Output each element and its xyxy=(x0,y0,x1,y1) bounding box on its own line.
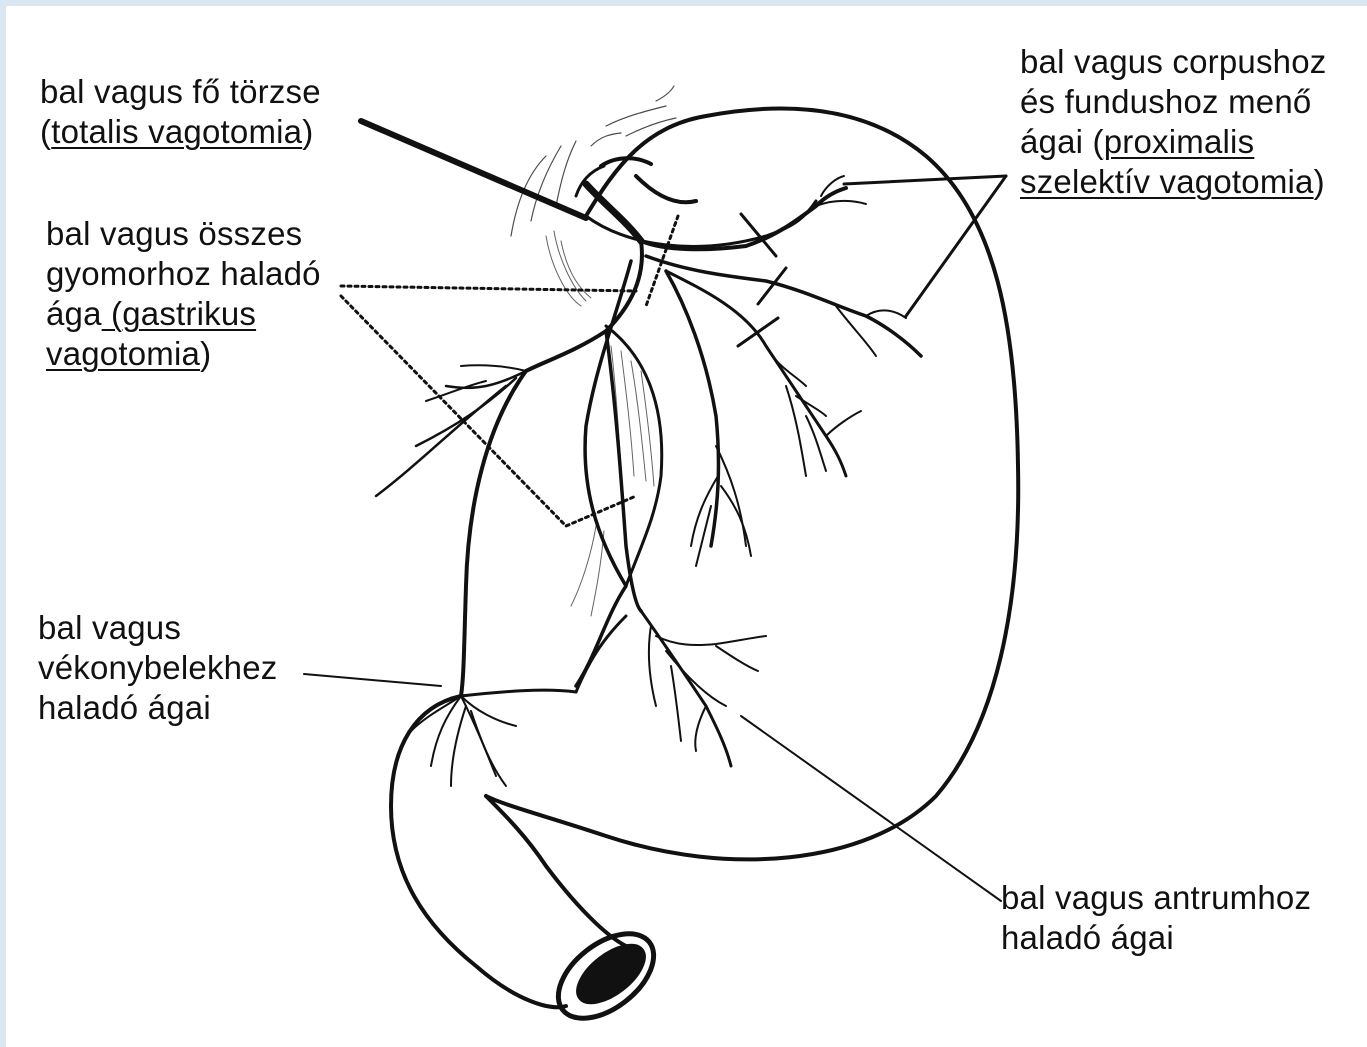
gastric-line3: ága (gastrikus xyxy=(46,294,321,334)
gastric-line2: gyomorhoz haladó xyxy=(46,254,321,294)
vagus-gastric-branch xyxy=(526,241,642,371)
proximal-line1: bal vagus corpushoz xyxy=(1020,42,1327,82)
main-trunk-pointer xyxy=(361,121,586,218)
diagram-canvas: bal vagus fő törzse (totalis vagotomia) … xyxy=(6,6,1367,1047)
stomach-outline xyxy=(486,109,1018,860)
main-trunk-line2: (totalis vagotomia) xyxy=(40,112,321,152)
antrum-line2: haladó ágai xyxy=(1001,918,1311,958)
cardia-curve xyxy=(636,176,696,202)
main-trunk-procedure: totalis vagotomia xyxy=(51,113,302,150)
duodenum-outer xyxy=(391,696,566,1007)
greater-curvature-left xyxy=(461,371,526,696)
small-int-line2: vékonybelekhez xyxy=(38,648,277,688)
label-gastric-branch: bal vagus összes gyomorhoz haladó ága (g… xyxy=(46,214,321,374)
proximal-pointer-lower xyxy=(906,176,1006,316)
main-trunk-line1: bal vagus fő törzse xyxy=(40,72,321,112)
proximal-line3: ágai (proximalis xyxy=(1020,122,1327,162)
fundus-inner xyxy=(586,201,816,246)
vagus-antral-branch xyxy=(641,611,731,766)
lesser-curvature xyxy=(576,261,631,686)
label-small-intestine-branches: bal vagus vékonybelekhez haladó ágai xyxy=(38,608,277,728)
proximal-line2: és fundushoz menő xyxy=(1020,82,1327,122)
label-main-trunk: bal vagus fő törzse (totalis vagotomia) xyxy=(40,72,321,152)
gastric-pointer-dotted-1 xyxy=(341,286,636,291)
label-proximal-branches: bal vagus corpushoz és fundushoz menő ág… xyxy=(1020,42,1327,202)
label-antrum-branches: bal vagus antrumhoz haladó ágai xyxy=(1001,878,1311,958)
gastric-pointer-dotted-2 xyxy=(341,296,636,526)
proximal-pointer-upper xyxy=(844,176,1006,184)
gastric-line4: vagotomia) xyxy=(46,334,321,374)
gastric-pointer-dotted-3 xyxy=(646,216,678,306)
gastric-line1: bal vagus összes xyxy=(46,214,321,254)
small-int-line1: bal vagus xyxy=(38,608,277,648)
small-int-line3: haladó ágai xyxy=(38,688,277,728)
antrum-line1: bal vagus antrumhoz xyxy=(1001,878,1311,918)
small-intestine-pointer xyxy=(304,674,441,686)
proximal-line4: szelektív vagotomia) xyxy=(1020,162,1327,202)
antrum-pointer xyxy=(741,716,1001,901)
